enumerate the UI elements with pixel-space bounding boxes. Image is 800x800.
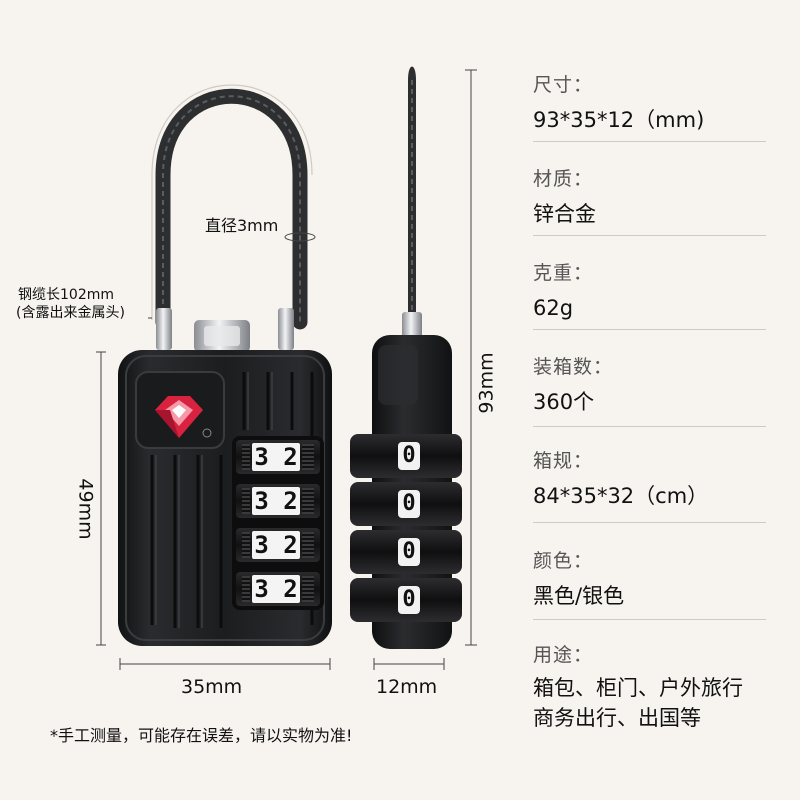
- dial-digits: 3 2: [252, 443, 300, 471]
- spec-size: 尺寸： 93*35*12（mm): [533, 70, 704, 135]
- spec-box-size: 箱规： 84*35*32（cm）: [533, 446, 708, 511]
- total-height-label: 93mm: [475, 352, 498, 414]
- spec-value: 62g: [533, 296, 574, 320]
- spec-weight: 克重： 62g: [533, 258, 593, 323]
- spec-value-line: 商务出行、出国等: [533, 706, 701, 730]
- dial-wheel[interactable]: 3 2: [236, 572, 320, 606]
- spec-value: 360个: [533, 390, 595, 414]
- spec-value: 93*35*12（mm): [533, 108, 705, 132]
- side-dial-wheel[interactable]: 0: [350, 434, 462, 478]
- steel-cable-front: [151, 84, 313, 330]
- spec-color: 颜色： 黑色/银色: [533, 546, 624, 611]
- width-label: 35mm: [181, 676, 243, 698]
- side-combination-dials: 0 0 0 0: [350, 434, 462, 622]
- dial-digits: 3 2: [252, 487, 300, 515]
- spec-usage: 用途： 箱包、柜门、户外旅行 商务出行、出国等: [533, 640, 743, 733]
- spec-value: 黑色/银色: [533, 584, 625, 608]
- spec-label: 装箱数：: [533, 356, 614, 378]
- tsa-logo-icon: [155, 396, 203, 438]
- spec-divider: [533, 522, 766, 523]
- height-label: 49mm: [74, 478, 97, 540]
- side-dial-wheel[interactable]: 0: [350, 482, 462, 526]
- spec-divider: [533, 235, 766, 236]
- side-dial-digit: 0: [398, 538, 420, 566]
- cable-length-label: 钢缆长102mm: [18, 287, 114, 303]
- spec-label: 克重：: [533, 262, 594, 284]
- side-dial-digit: 0: [398, 442, 420, 470]
- spec-label: 尺寸：: [533, 74, 594, 96]
- side-dial-digit: 0: [398, 490, 420, 518]
- dial-wheel[interactable]: 3 2: [236, 484, 320, 518]
- dial-wheel[interactable]: 3 2: [236, 528, 320, 562]
- dial-digits: 3 2: [252, 575, 300, 603]
- spec-label: 箱规：: [533, 450, 594, 472]
- cable-ferrule-right: [278, 308, 294, 350]
- dial-wheel[interactable]: 3 2: [236, 440, 320, 474]
- dial-digits: 3 2: [252, 531, 300, 559]
- spec-divider: [533, 619, 766, 620]
- dimension-lines: [96, 69, 477, 670]
- spec-divider: [533, 426, 766, 427]
- spec-value-line: 箱包、柜门、户外旅行: [533, 676, 743, 700]
- spec-label: 用途：: [533, 644, 594, 666]
- diameter-label: 直径3mm: [205, 216, 279, 235]
- cable-ferrule-left: [156, 308, 172, 350]
- side-dial-wheel[interactable]: 0: [350, 578, 462, 622]
- disclaimer: *手工测量，可能存在误差，请以实物为准!: [50, 726, 353, 745]
- spec-value: 锌合金: [533, 202, 596, 226]
- spec-value: 84*35*32（cm）: [533, 484, 709, 508]
- cable-length-note: (含露出来金属头): [16, 305, 125, 321]
- steel-cable-side: [408, 66, 416, 345]
- spec-material: 材质： 锌合金: [533, 164, 596, 229]
- spec-quantity-per-box: 装箱数： 360个: [533, 352, 613, 417]
- side-dial-digit: 0: [398, 586, 420, 614]
- side-dial-wheel[interactable]: 0: [350, 530, 462, 574]
- spec-divider: [533, 329, 766, 330]
- dial-recess: [232, 436, 324, 610]
- registered-mark-icon: [202, 428, 212, 438]
- spec-label: 颜色：: [533, 550, 594, 572]
- spec-divider: [533, 141, 766, 142]
- front-combination-dials: 3 2 3 2 3 2 3 2: [236, 440, 320, 608]
- spec-label: 材质：: [533, 168, 594, 190]
- thickness-label: 12mm: [376, 676, 438, 698]
